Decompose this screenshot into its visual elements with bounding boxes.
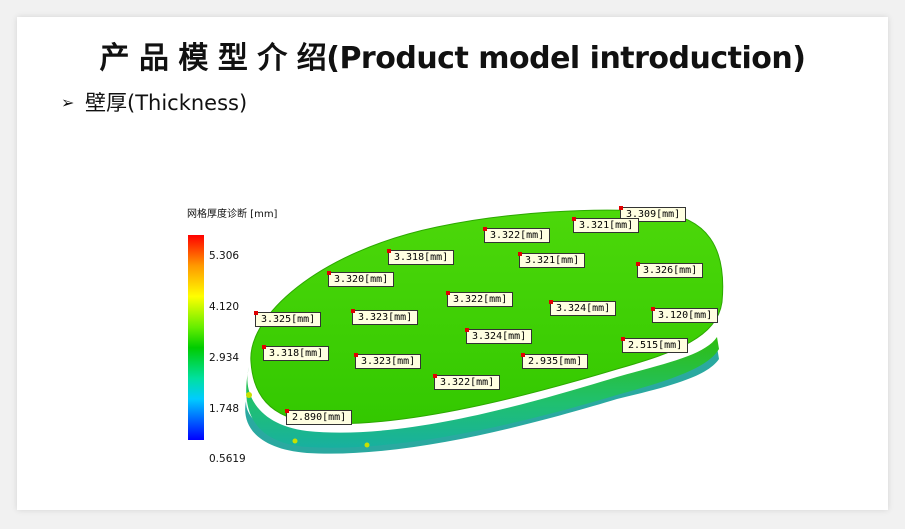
bullet-text: 壁厚(Thickness) [85, 91, 248, 115]
page-title: 产 品 模 型 介 绍(Product model introduction) [99, 41, 806, 76]
probe-label: 3.326[mm] [636, 262, 704, 278]
probe-label: 3.320[mm] [327, 271, 395, 287]
probe-label: 3.321[mm] [518, 252, 586, 268]
probe-label: 3.323[mm] [351, 309, 419, 325]
probe-label: 2.890[mm] [285, 409, 353, 425]
legend-tick-min: 0.5619 [209, 453, 246, 465]
probe-label: 3.318[mm] [387, 249, 455, 265]
probe-label: 3.324[mm] [465, 328, 533, 344]
probe-label: 3.322[mm] [446, 291, 514, 307]
part-model-render [245, 209, 724, 454]
legend-tick-4: 1.748 [209, 403, 240, 415]
thickness-analysis-image: 网格厚度诊断 [mm] 5.306 4.120 2.934 1.748 0.56… [177, 197, 737, 465]
probe-label: 3.324[mm] [549, 300, 617, 316]
probe-label: 2.935[mm] [521, 353, 589, 369]
bullet-item: ➢ 壁厚(Thickness) [61, 87, 247, 117]
probe-label: 3.321[mm] [572, 217, 640, 233]
probe-label: 3.120[mm] [651, 307, 719, 323]
legend-tick-max: 5.306 [209, 250, 240, 262]
legend-tick-2: 4.120 [209, 301, 240, 313]
legend-title: 网格厚度诊断 [mm] [187, 209, 278, 220]
probe-label: 3.322[mm] [483, 227, 551, 243]
probe-label: 3.325[mm] [254, 311, 322, 327]
slide: 产 品 模 型 介 绍(Product model introduction) … [17, 17, 888, 510]
probe-label: 3.322[mm] [433, 374, 501, 390]
legend-tick-3: 2.934 [209, 352, 240, 364]
color-scale-bar [188, 235, 204, 440]
arrow-bullet-icon: ➢ [61, 93, 75, 112]
probe-label: 3.323[mm] [354, 353, 422, 369]
probe-label: 2.515[mm] [621, 337, 689, 353]
probe-label: 3.318[mm] [262, 345, 330, 361]
